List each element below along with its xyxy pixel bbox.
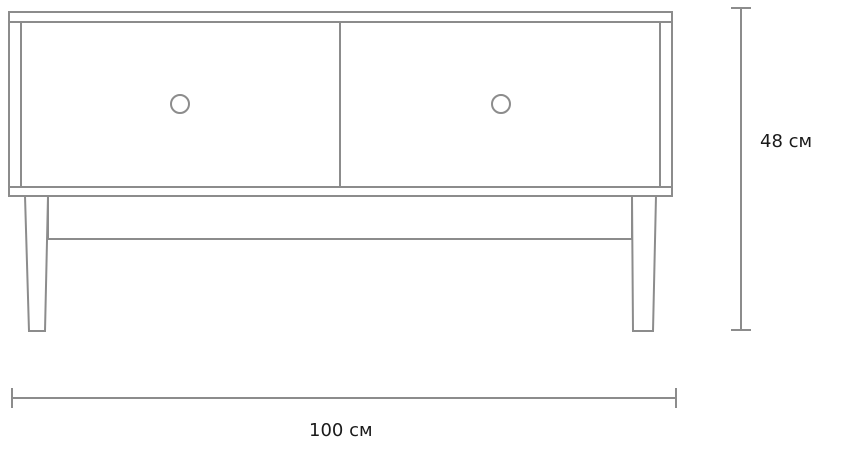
width-dimension-label: 100 см [309, 420, 373, 441]
height-dimension-line [731, 7, 751, 331]
cabinet-outer-frame [8, 11, 673, 197]
right-door-knob [491, 94, 511, 114]
base-rail [47, 196, 633, 240]
cabinet-body [8, 11, 673, 197]
left-leg [24, 195, 49, 332]
right-leg [631, 195, 657, 332]
height-dimension-label: 48 см [760, 131, 813, 152]
left-door-knob [170, 94, 190, 114]
width-dimension-line [11, 388, 677, 408]
